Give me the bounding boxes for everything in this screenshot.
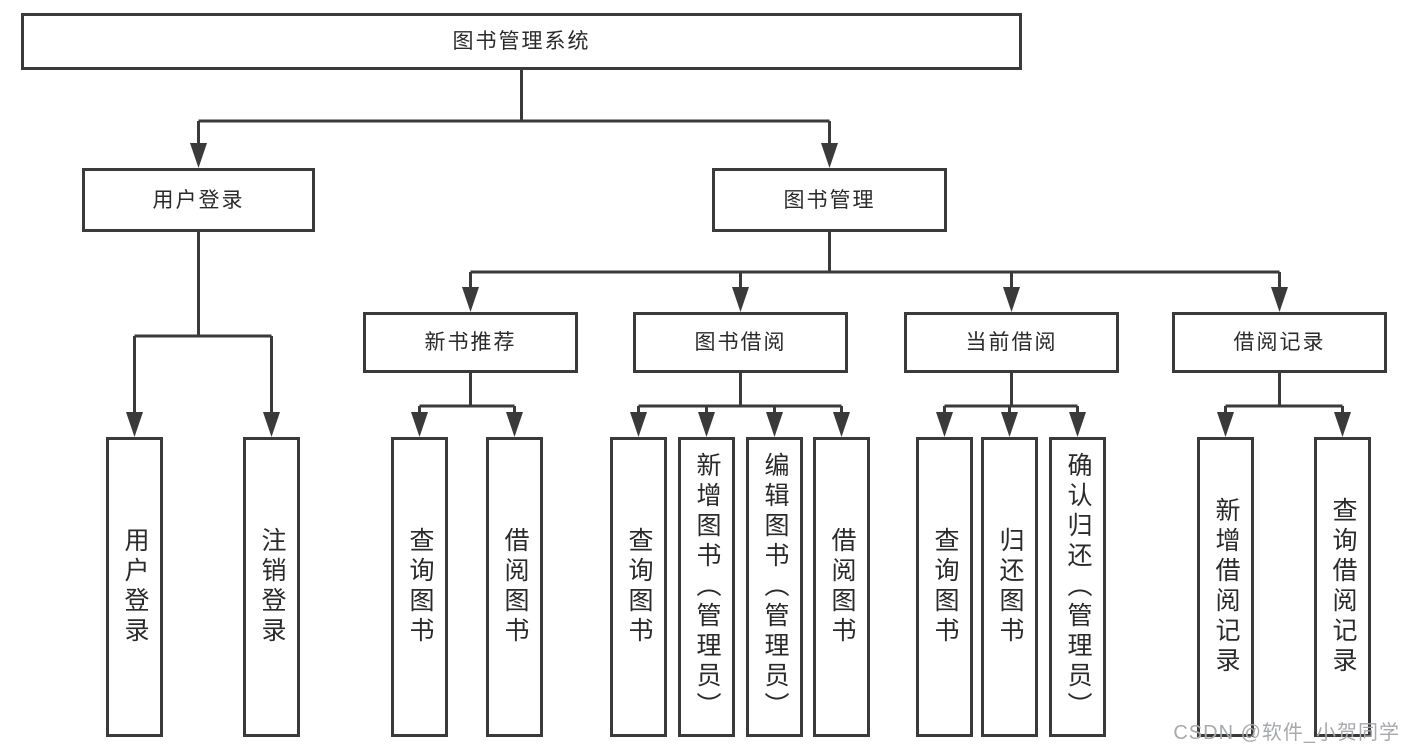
arrow-down-icon: [263, 412, 280, 437]
leaf-return-book: 归还图书: [981, 437, 1038, 737]
node-book-borrow: 图书借阅: [633, 312, 848, 373]
connector-current-borrow-to-leaves: [936, 373, 1086, 437]
leaf-borrow-books: 借阅图书: [813, 437, 870, 737]
arrow-down-icon: [506, 412, 523, 437]
node-label: 查询图书: [406, 527, 434, 647]
connector-new-book-to-leaves: [411, 373, 523, 437]
node-label: 查询借阅记录: [1329, 497, 1357, 677]
leaf-user-login: 用户登录: [106, 437, 163, 737]
arrow-down-icon: [821, 143, 838, 168]
node-label: 当前借阅: [965, 331, 1058, 354]
arrow-down-icon: [936, 412, 953, 437]
arrow-down-icon: [630, 412, 647, 437]
leaf-borrow-books-recommend: 借阅图书: [486, 437, 543, 737]
node-current-borrow: 当前借阅: [904, 312, 1119, 373]
leaf-query-books-recommend: 查询图书: [391, 437, 448, 737]
leaf-add-book-admin: 新增图书（管理员）: [678, 437, 735, 737]
node-label: 新增图书（管理员）: [693, 452, 721, 722]
node-label: 新书推荐: [424, 331, 517, 354]
node-label: 确认归还（管理员）: [1064, 452, 1092, 722]
leaf-add-borrow-record: 新增借阅记录: [1197, 437, 1254, 737]
arrow-down-icon: [732, 287, 749, 312]
connector-borrow-records-to-leaves: [1217, 373, 1351, 437]
connector-root-to-level1: [190, 70, 838, 168]
node-label: 图书借阅: [694, 331, 787, 354]
connector-book-borrow-to-leaves: [630, 373, 850, 437]
csdn-watermark: CSDN @软件_小贺同学: [1173, 722, 1400, 744]
node-label: 用户登录: [152, 188, 245, 212]
leaf-query-books-borrow: 查询图书: [610, 437, 667, 737]
node-user-login: 用户登录: [82, 168, 315, 232]
arrow-down-icon: [126, 412, 143, 437]
arrow-down-icon: [833, 412, 850, 437]
node-borrow-records: 借阅记录: [1172, 312, 1387, 373]
node-label: 借阅图书: [501, 527, 529, 647]
arrow-down-icon: [190, 143, 207, 168]
arrow-down-icon: [411, 412, 428, 437]
leaf-logout: 注销登录: [243, 437, 300, 737]
arrow-down-icon: [1001, 412, 1018, 437]
node-label: 注销登录: [258, 527, 286, 647]
node-label: 图书管理系统: [452, 30, 591, 53]
connector-user-login-to-leaves: [126, 232, 280, 437]
node-label: 用户登录: [121, 527, 149, 647]
leaf-query-books-current: 查询图书: [916, 437, 973, 737]
arrow-down-icon: [766, 412, 783, 437]
node-label: 借阅记录: [1233, 331, 1326, 354]
node-library-management-system: 图书管理系统: [21, 13, 1022, 70]
node-label: 借阅图书: [828, 527, 856, 647]
arrow-down-icon: [1271, 287, 1288, 312]
arrow-down-icon: [1069, 412, 1086, 437]
leaf-query-borrow-record: 查询借阅记录: [1314, 437, 1371, 737]
connector-book-management-to-level2: [462, 232, 1288, 312]
node-new-book-recommend: 新书推荐: [363, 312, 578, 373]
arrow-down-icon: [698, 412, 715, 437]
node-book-management: 图书管理: [712, 168, 947, 232]
node-label: 编辑图书（管理员）: [761, 452, 789, 722]
node-label: 查询图书: [625, 527, 653, 647]
arrow-down-icon: [1334, 412, 1351, 437]
arrow-down-icon: [1003, 287, 1020, 312]
arrow-down-icon: [1217, 412, 1234, 437]
leaf-edit-book-admin: 编辑图书（管理员）: [746, 437, 803, 737]
leaf-confirm-return-admin: 确认归还（管理员）: [1049, 437, 1106, 737]
arrow-down-icon: [462, 287, 479, 312]
node-label: 归还图书: [996, 527, 1024, 647]
node-label: 图书管理: [783, 188, 876, 212]
node-label: 新增借阅记录: [1212, 497, 1240, 677]
node-label: 查询图书: [931, 527, 959, 647]
